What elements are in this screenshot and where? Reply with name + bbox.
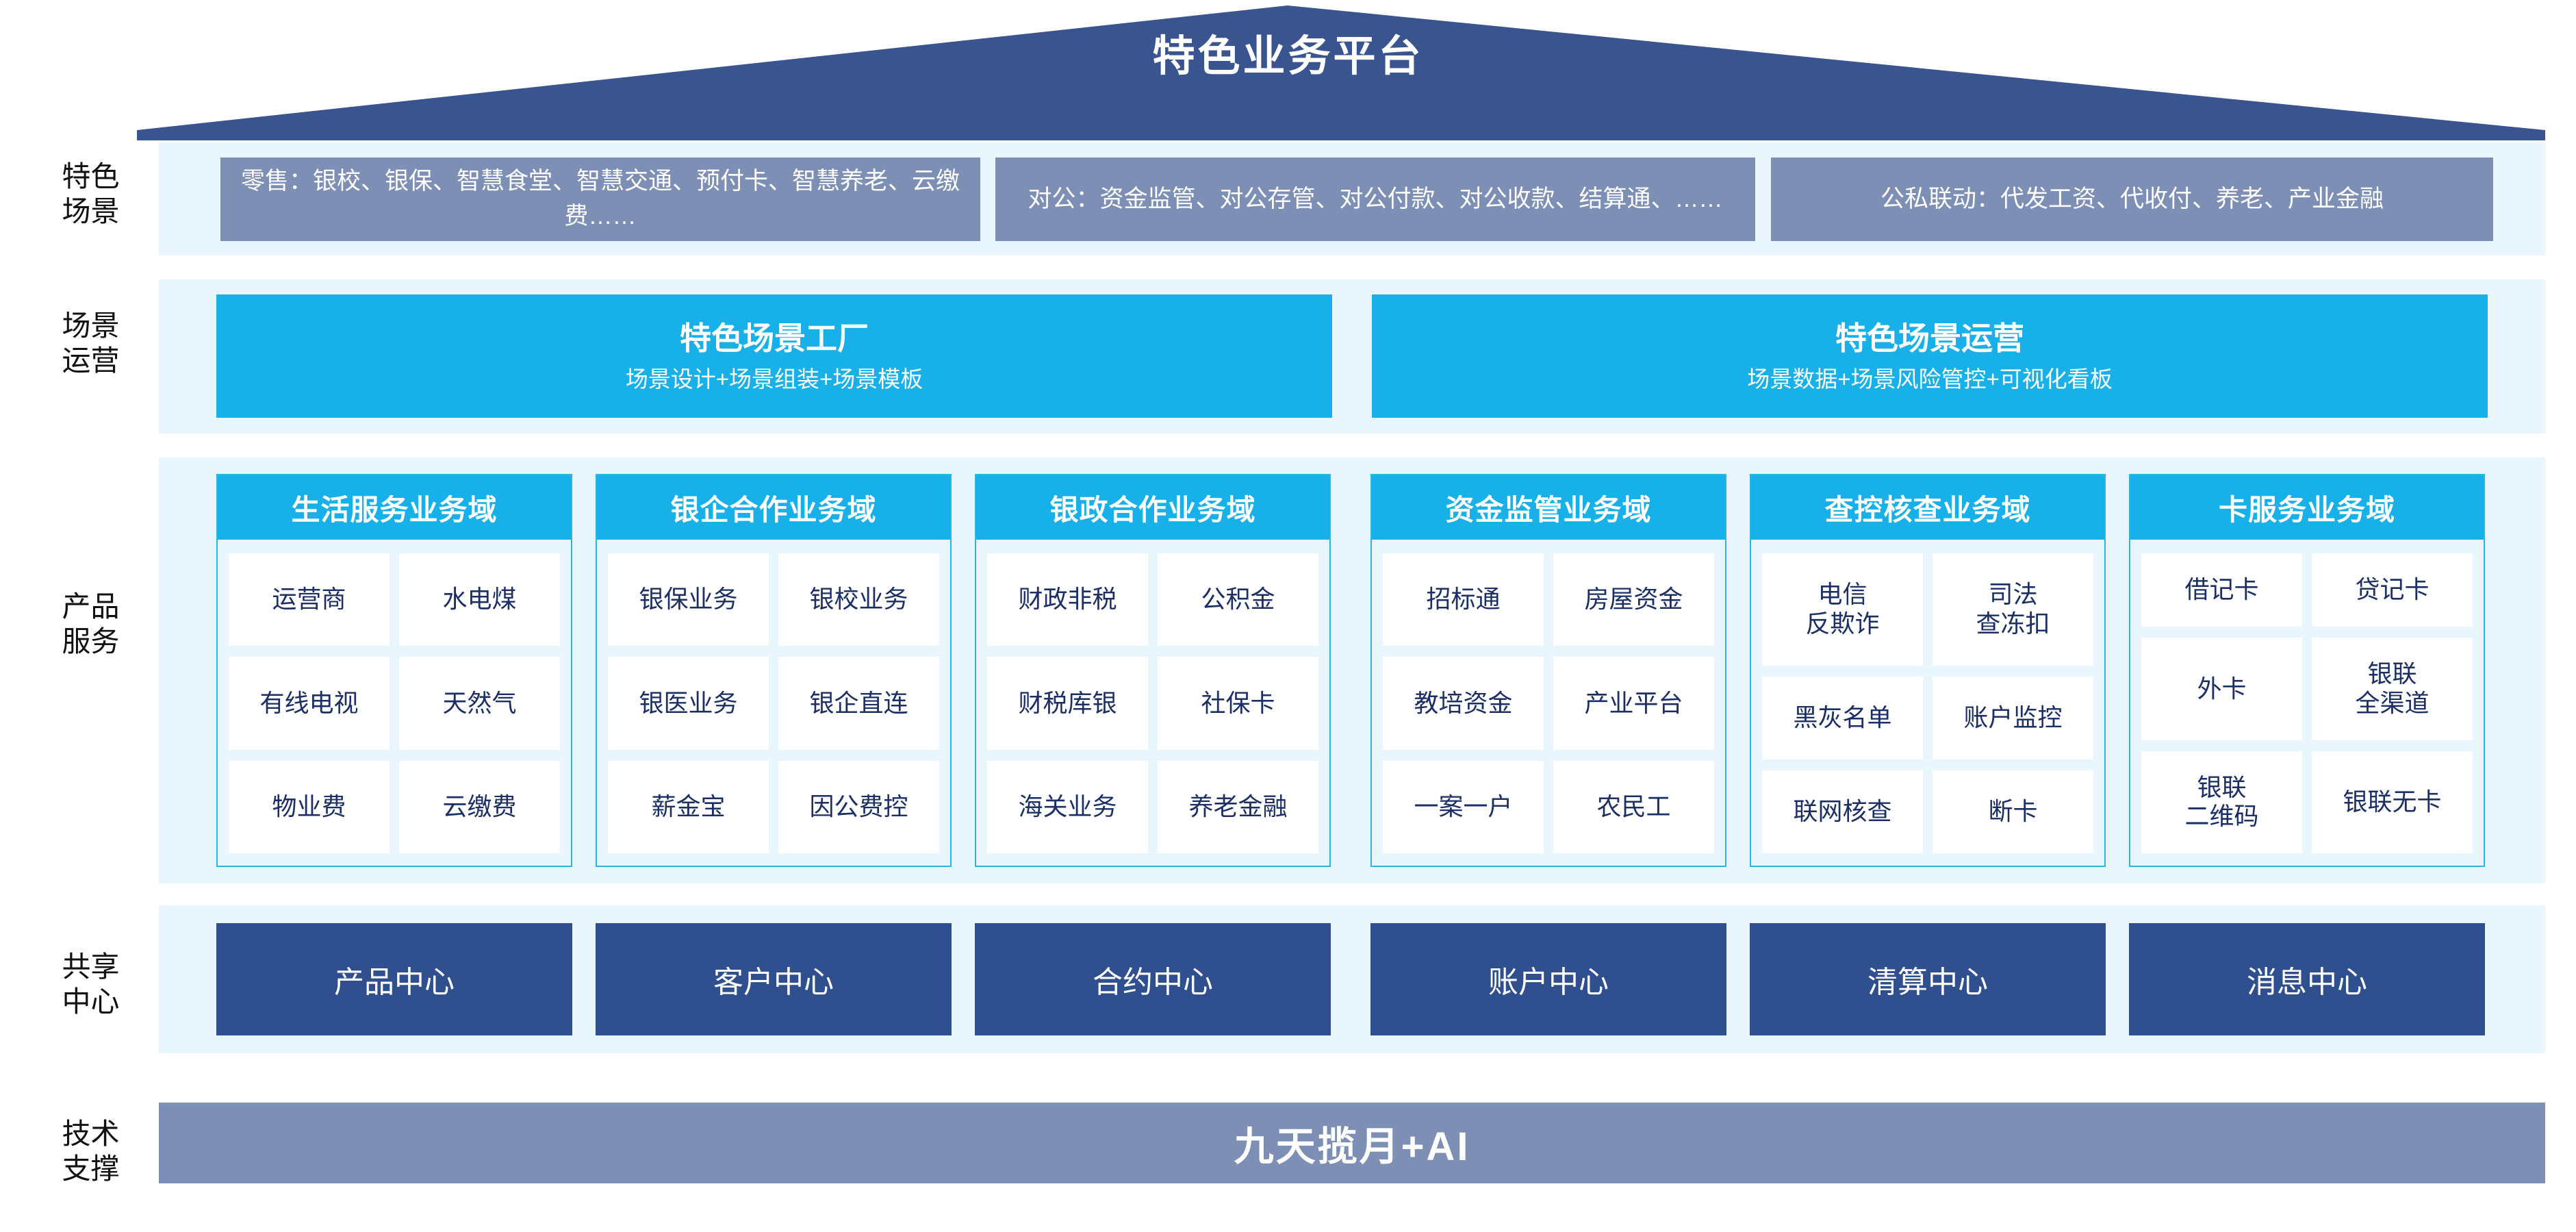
domain-title: 银企合作业务域 xyxy=(597,475,950,540)
domain-cell[interactable]: 养老金融 xyxy=(1158,760,1318,853)
domain-column-fund-supervision[interactable]: 资金监管业务域 招标通 房屋资金 教培资金 产业平台 一案一户 农民工 xyxy=(1370,474,1726,867)
row-label-scenarios: 特色 场景 xyxy=(62,160,120,228)
domain-cell-grid: 借记卡 贷记卡 外卡 银联 全渠道 银联 二维码 银联无卡 xyxy=(2130,540,2484,866)
domain-column-investigation[interactable]: 查控核查业务域 电信 反欺诈 司法 查冻扣 黑灰名单 账户监控 联网核查 断卡 xyxy=(1750,474,2106,867)
operations-subtitle: 场景设计+场景组装+场景模板 xyxy=(625,366,923,392)
domain-cell[interactable]: 农民工 xyxy=(1553,760,1714,853)
shared-center-message[interactable]: 消息中心 xyxy=(2129,923,2485,1035)
domain-cell[interactable]: 银联 二维码 xyxy=(2141,751,2302,853)
domain-cell[interactable]: 运营商 xyxy=(229,553,390,646)
row-label-tech-support: 技术 支撑 xyxy=(62,1118,120,1185)
platform-roof: 特色业务平台 xyxy=(0,0,2576,140)
domain-cell[interactable]: 财政非税 xyxy=(987,553,1148,646)
domain-cell[interactable]: 海关业务 xyxy=(987,760,1148,853)
products-panel: 生活服务业务域 运营商 水电煤 有线电视 天然气 物业费 云缴费 银企合作业务域… xyxy=(159,457,2545,883)
domain-cell[interactable]: 财税库银 xyxy=(987,657,1148,750)
domain-cell[interactable]: 司法 查冻扣 xyxy=(1933,553,2093,666)
domain-cell-grid: 电信 反欺诈 司法 查冻扣 黑灰名单 账户监控 联网核查 断卡 xyxy=(1751,540,2104,866)
domain-cell[interactable]: 产业平台 xyxy=(1553,657,1714,750)
tech-support-bar[interactable]: 九天揽月+AI xyxy=(159,1103,2545,1183)
domain-cell[interactable]: 公积金 xyxy=(1158,553,1318,646)
domain-cell[interactable]: 水电煤 xyxy=(399,553,560,646)
scenarios-panel: 零售：银校、银保、智慧食堂、智慧交通、预付卡、智慧养老、云缴费…… 对公：资金监… xyxy=(159,142,2545,255)
shared-center-contract[interactable]: 合约中心 xyxy=(975,923,1331,1035)
row-label-operations: 场景 运营 xyxy=(62,310,120,377)
domain-cell[interactable]: 银医业务 xyxy=(608,657,769,750)
domain-cell[interactable]: 银保业务 xyxy=(608,553,769,646)
shared-center-product[interactable]: 产品中心 xyxy=(216,923,572,1035)
domain-cell[interactable]: 借记卡 xyxy=(2141,553,2302,627)
domain-title: 卡服务业务域 xyxy=(2130,475,2484,540)
operations-panel: 特色场景工厂 场景设计+场景组装+场景模板 特色场景运营 场景数据+场景风险管控… xyxy=(159,279,2545,433)
domain-title: 查控核查业务域 xyxy=(1751,475,2104,540)
row-label-products: 产品 服务 xyxy=(62,590,120,658)
operations-subtitle: 场景数据+场景风险管控+可视化看板 xyxy=(1747,366,2113,392)
domain-cell-grid: 银保业务 银校业务 银医业务 银企直连 薪金宝 因公费控 xyxy=(597,540,950,866)
row-label-shared-centers: 共享 中心 xyxy=(62,951,120,1018)
shared-center-customer[interactable]: 客户中心 xyxy=(596,923,952,1035)
domain-cell[interactable]: 银企直连 xyxy=(778,657,939,750)
domain-cell[interactable]: 云缴费 xyxy=(399,760,560,853)
domain-cell[interactable]: 房屋资金 xyxy=(1553,553,1714,646)
domain-cell[interactable]: 账户监控 xyxy=(1933,676,2093,759)
domain-column-bank-enterprise[interactable]: 银企合作业务域 银保业务 银校业务 银医业务 银企直连 薪金宝 因公费控 xyxy=(596,474,952,867)
domain-cell[interactable]: 电信 反欺诈 xyxy=(1762,553,1923,666)
domain-column-bank-government[interactable]: 银政合作业务域 财政非税 公积金 财税库银 社保卡 海关业务 养老金融 xyxy=(975,474,1331,867)
operations-box-scene-factory[interactable]: 特色场景工厂 场景设计+场景组装+场景模板 xyxy=(216,294,1332,418)
domain-column-life-service[interactable]: 生活服务业务域 运营商 水电煤 有线电视 天然气 物业费 云缴费 xyxy=(216,474,572,867)
operations-title: 特色场景工厂 xyxy=(680,320,869,356)
domain-cell[interactable]: 因公费控 xyxy=(778,760,939,853)
domain-cell[interactable]: 黑灰名单 xyxy=(1762,676,1923,759)
domain-cell[interactable]: 银校业务 xyxy=(778,553,939,646)
domain-cell[interactable]: 教培资金 xyxy=(1383,657,1544,750)
domain-cell[interactable]: 断卡 xyxy=(1933,770,2093,853)
domain-cell[interactable]: 薪金宝 xyxy=(608,760,769,853)
domain-cell[interactable]: 物业费 xyxy=(229,760,390,853)
shared-centers-panel: 产品中心 客户中心 合约中心 账户中心 清算中心 消息中心 xyxy=(159,905,2545,1053)
domain-cell-grid: 财政非税 公积金 财税库银 社保卡 海关业务 养老金融 xyxy=(976,540,1329,866)
operations-title: 特色场景运营 xyxy=(1835,320,2024,356)
domain-title: 生活服务业务域 xyxy=(218,475,571,540)
domain-column-card-service[interactable]: 卡服务业务域 借记卡 贷记卡 外卡 银联 全渠道 银联 二维码 银联无卡 xyxy=(2129,474,2485,867)
shared-center-settlement[interactable]: 清算中心 xyxy=(1750,923,2106,1035)
domain-title: 银政合作业务域 xyxy=(976,475,1329,540)
domain-cell[interactable]: 一案一户 xyxy=(1383,760,1544,853)
operations-box-scene-operation[interactable]: 特色场景运营 场景数据+场景风险管控+可视化看板 xyxy=(1372,294,2488,418)
shared-center-account[interactable]: 账户中心 xyxy=(1370,923,1726,1035)
domain-cell[interactable]: 联网核查 xyxy=(1762,770,1923,853)
page-title: 特色业务平台 xyxy=(1152,33,1424,80)
scenario-box-corporate[interactable]: 对公：资金监管、对公存管、对公付款、对公收款、结算通、…… xyxy=(995,158,1755,241)
domain-cell[interactable]: 贷记卡 xyxy=(2312,553,2473,627)
scenario-box-retail[interactable]: 零售：银校、银保、智慧食堂、智慧交通、预付卡、智慧养老、云缴费…… xyxy=(220,158,980,241)
domain-cell[interactable]: 银联无卡 xyxy=(2312,751,2473,853)
domain-cell-grid: 运营商 水电煤 有线电视 天然气 物业费 云缴费 xyxy=(218,540,571,866)
scenario-box-public-private[interactable]: 公私联动：代发工资、代收付、养老、产业金融 xyxy=(1771,158,2493,241)
domain-cell[interactable]: 天然气 xyxy=(399,657,560,750)
domain-cell[interactable]: 社保卡 xyxy=(1158,657,1318,750)
roof-shape-icon xyxy=(137,5,2545,140)
domain-cell[interactable]: 有线电视 xyxy=(229,657,390,750)
domain-cell[interactable]: 银联 全渠道 xyxy=(2312,638,2473,740)
domain-cell[interactable]: 外卡 xyxy=(2141,638,2302,740)
domain-cell[interactable]: 招标通 xyxy=(1383,553,1544,646)
domain-title: 资金监管业务域 xyxy=(1372,475,1725,540)
domain-cell-grid: 招标通 房屋资金 教培资金 产业平台 一案一户 农民工 xyxy=(1372,540,1725,866)
